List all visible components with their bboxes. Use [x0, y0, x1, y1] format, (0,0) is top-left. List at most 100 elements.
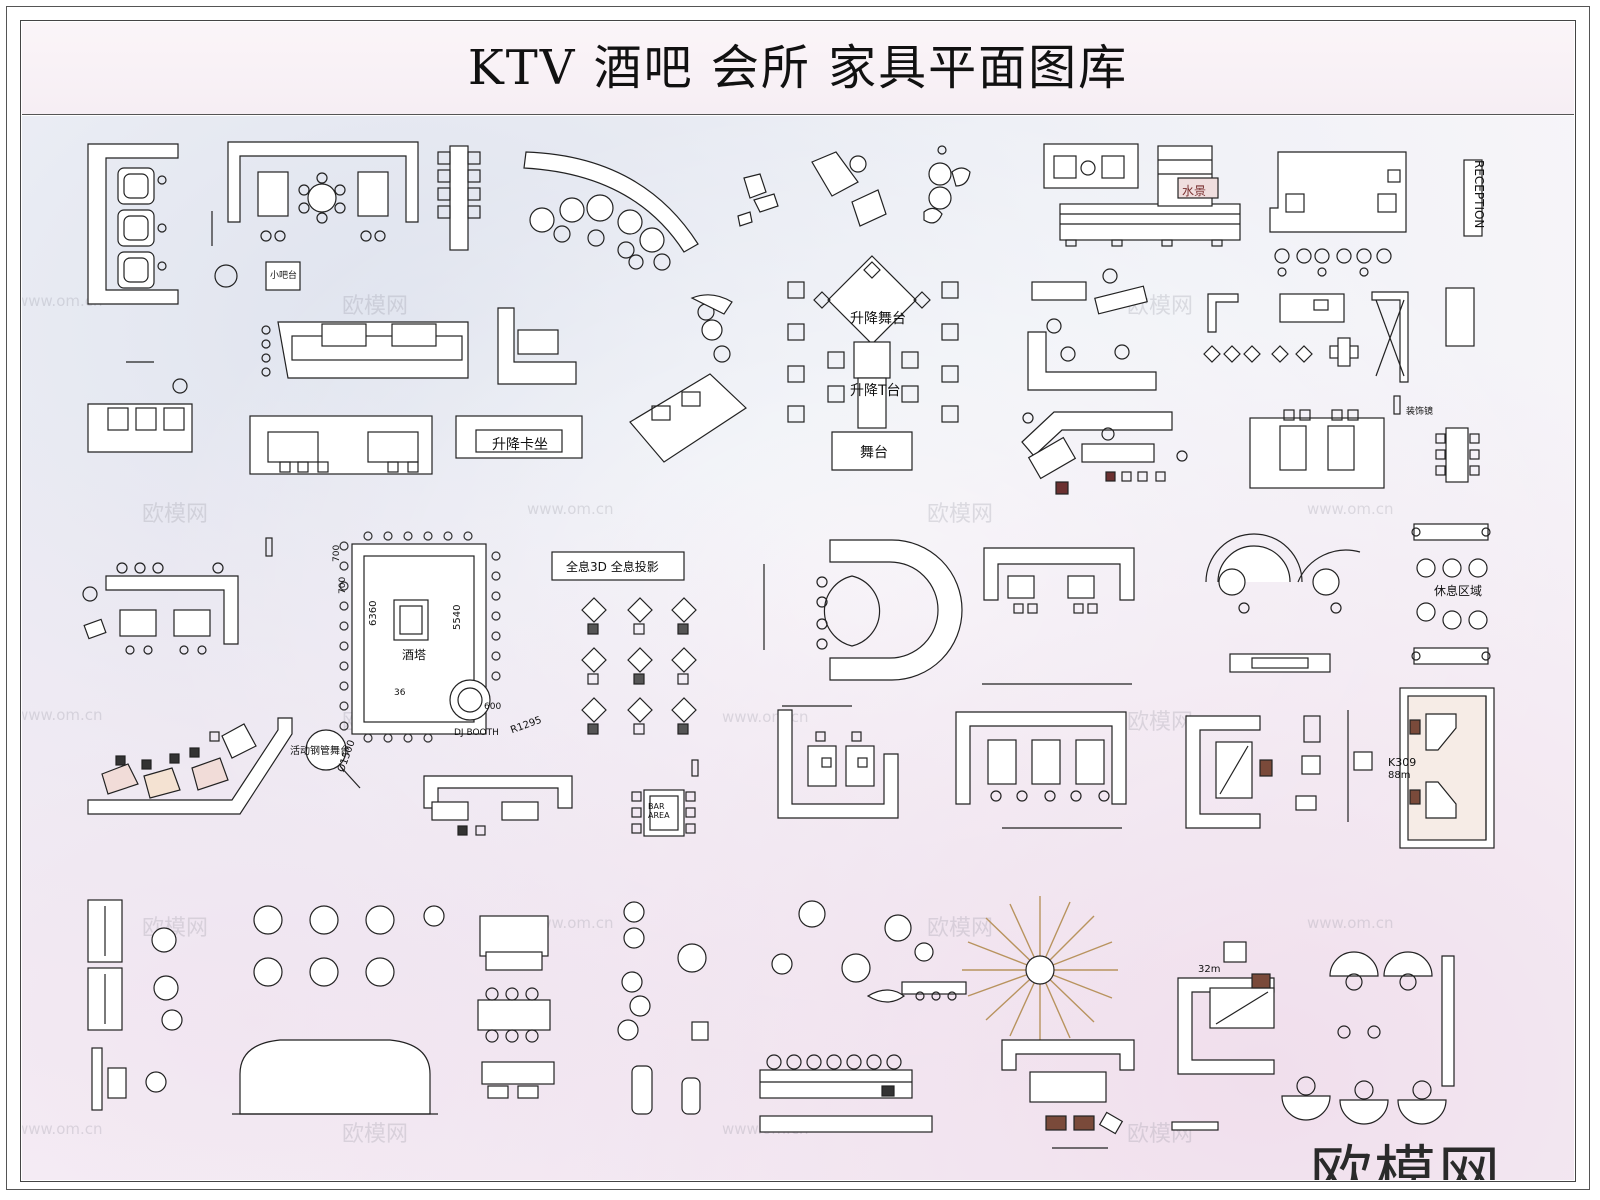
watermark: www.om.cn — [22, 292, 103, 310]
booth-row — [249, 415, 583, 475]
l-sofa-block — [87, 143, 179, 305]
dim-700: 700 — [338, 576, 348, 594]
projection-label: 全息3D 全息投影 — [566, 560, 659, 574]
watermark: www.om.cn — [22, 706, 103, 724]
person-icon — [1102, 268, 1118, 284]
curved-sofa-cluster — [1281, 951, 1455, 1125]
round-table-cluster — [771, 900, 967, 1003]
stage-lights — [339, 531, 501, 743]
bar-counter-stools-bottom — [759, 1054, 933, 1133]
outer-frame — [6, 6, 1590, 1190]
scattered-tables — [737, 145, 971, 227]
inner-frame — [20, 20, 1576, 1182]
plant-icon — [1022, 412, 1034, 424]
dining-set-center — [477, 915, 555, 1099]
diamond-table-grid — [581, 597, 697, 735]
reception-desk — [1269, 151, 1483, 277]
watermark: 欧模网 — [342, 294, 409, 319]
angled-sofa-tables — [87, 717, 293, 815]
room-area-label: 88m — [1388, 770, 1411, 781]
u-booth-small — [777, 705, 899, 819]
t-stage-label: 升降T台 — [850, 383, 901, 399]
wine-tower-label: 酒塔 — [402, 648, 427, 662]
stage-label: 舞台 — [860, 445, 888, 461]
reception-label: RECEPTION — [1472, 160, 1486, 229]
curved-sofa-pair — [1205, 533, 1361, 673]
small-bar-label: 小吧台 — [270, 271, 298, 281]
four-seat-table-grid — [232, 905, 445, 1115]
rest-area-label: 休息区域 — [1434, 584, 1483, 598]
long-sofa-booth — [261, 321, 469, 379]
watermark: 欧模网 — [927, 502, 994, 527]
stage-lift-label: 升降舞台 — [850, 311, 906, 327]
sofa-sets-left — [87, 899, 183, 1111]
brand-watermark: 欧模网 — [1310, 1138, 1503, 1180]
water-feature-lounge — [1043, 143, 1241, 247]
curved-bar-counter — [523, 151, 699, 271]
room-32-label: 32m — [1198, 964, 1221, 975]
bar-counter-left — [82, 537, 273, 655]
person-icon — [1046, 318, 1062, 334]
chair-icon — [157, 261, 167, 271]
watermark: www.om.cn — [22, 1120, 103, 1138]
small-booth-left — [87, 361, 193, 453]
projection-sign — [551, 551, 685, 581]
plan-canvas: 欧模网 欧模网 www.om.cn 欧模网 www.om.cn 欧模网 欧模网 … — [22, 116, 1574, 1180]
canvas-gradient — [22, 116, 1574, 1180]
dim-5540: 5540 — [452, 604, 463, 630]
dim-6360: 6360 — [368, 600, 379, 626]
watermark: 欧模网 — [142, 116, 208, 118]
u-sofa-round-table — [211, 141, 419, 291]
mirror-label: 装饰镜 — [1406, 407, 1434, 417]
tv-room-bottom-right — [1177, 941, 1275, 1075]
plant-icon — [82, 586, 98, 602]
room-k309-label: K309 — [1388, 756, 1417, 769]
plant-icon — [1176, 450, 1188, 462]
lounge-room-bottom — [1001, 1039, 1219, 1149]
bar-area-label: BAR AREA — [648, 802, 670, 820]
dim-36: 36 — [394, 688, 406, 698]
furniture-plan-drawing — [82, 141, 1495, 1149]
scattered-chairs — [617, 901, 709, 1115]
chair-icon — [157, 223, 167, 233]
person-icon — [1114, 344, 1130, 360]
water-feature-label: 水景 — [1182, 184, 1207, 198]
watermark: www.om.cn — [1307, 914, 1394, 932]
title-bar: KTV 酒吧 会所 家具平面图库 — [22, 22, 1574, 115]
watermark: 欧模网 — [342, 1122, 409, 1147]
long-u-sofa — [955, 683, 1132, 829]
watermark: www.om.cn — [527, 500, 614, 518]
lift-seat-label: 升降卡坐 — [492, 437, 548, 453]
page-title: KTV 酒吧 会所 家具平面图库 — [467, 40, 1129, 96]
circular-booth — [763, 539, 963, 681]
person-icon — [1060, 346, 1076, 362]
sofa-bench-row — [983, 547, 1135, 614]
dim-700: 700 — [332, 544, 342, 562]
bar-area-group — [423, 759, 699, 837]
plant-icon — [214, 264, 238, 288]
dining-booth-right — [1249, 395, 1480, 489]
watermark: 欧模网 — [927, 116, 993, 118]
angled-bar-with-people — [629, 294, 747, 463]
dj-booth-label: DJ BOOTH — [454, 728, 499, 738]
private-room-tv — [1185, 710, 1373, 829]
wine-tower-dj-booth — [305, 531, 501, 789]
watermark: 欧模网 — [1127, 710, 1194, 735]
angled-lounge-bar — [1021, 411, 1188, 495]
rest-area — [1411, 523, 1491, 665]
person-icon — [713, 345, 731, 363]
watermark: 欧模网 — [927, 916, 994, 941]
plant-icon — [172, 378, 188, 394]
watermark: www.om.cn — [1307, 500, 1394, 518]
chair-icon — [157, 175, 167, 185]
watermark: 欧模网 — [142, 502, 209, 527]
person-icon — [1101, 427, 1115, 441]
small-bar-stools — [437, 145, 481, 251]
room-k309 — [1399, 687, 1495, 849]
watermark: www.om.cn — [527, 914, 614, 932]
corner-sofa — [497, 307, 577, 385]
dim-600: 600 — [484, 702, 502, 712]
sunburst-ceiling — [962, 896, 1118, 1042]
dance-platform-label: 活动钢管舞台 — [290, 746, 350, 757]
